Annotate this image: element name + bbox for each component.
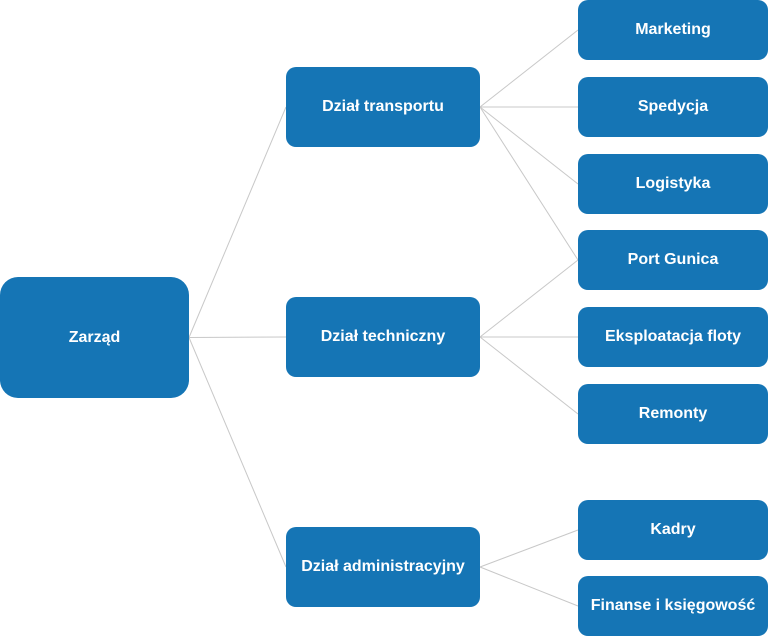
connector-dept-0-unit-0 xyxy=(479,29,579,108)
node-dzial-techniczny: Dział techniczny xyxy=(286,297,480,377)
connector-dept-1-unit-5 xyxy=(479,336,579,415)
connector-root-dept-1 xyxy=(188,336,287,338)
node-zarzad: Zarząd xyxy=(0,277,189,398)
node-kadry: Kadry xyxy=(578,500,768,560)
node-spedycja: Spedycja xyxy=(578,77,768,137)
node-eksploatacja-floty: Eksploatacja floty xyxy=(578,307,768,367)
connector-dept-0-unit-3 xyxy=(479,106,579,261)
connector-extra-0 xyxy=(479,259,579,338)
connector-dept-2-unit-7 xyxy=(479,566,579,607)
connector-dept-2-unit-6 xyxy=(479,529,579,568)
node-marketing: Marketing xyxy=(578,0,768,60)
node-port-gunica: Port Gunica xyxy=(578,230,768,290)
node-dzial-administracyjny: Dział administracyjny xyxy=(286,527,480,607)
node-dzial-transportu: Dział transportu xyxy=(286,67,480,147)
connector-root-dept-0 xyxy=(188,106,287,338)
node-remonty: Remonty xyxy=(578,384,768,444)
node-finanse-i-ksiegowosc: Finanse i księgowość xyxy=(578,576,768,636)
connector-dept-0-unit-2 xyxy=(479,106,579,185)
connector-root-dept-2 xyxy=(188,337,287,568)
node-logistyka: Logistyka xyxy=(578,154,768,214)
